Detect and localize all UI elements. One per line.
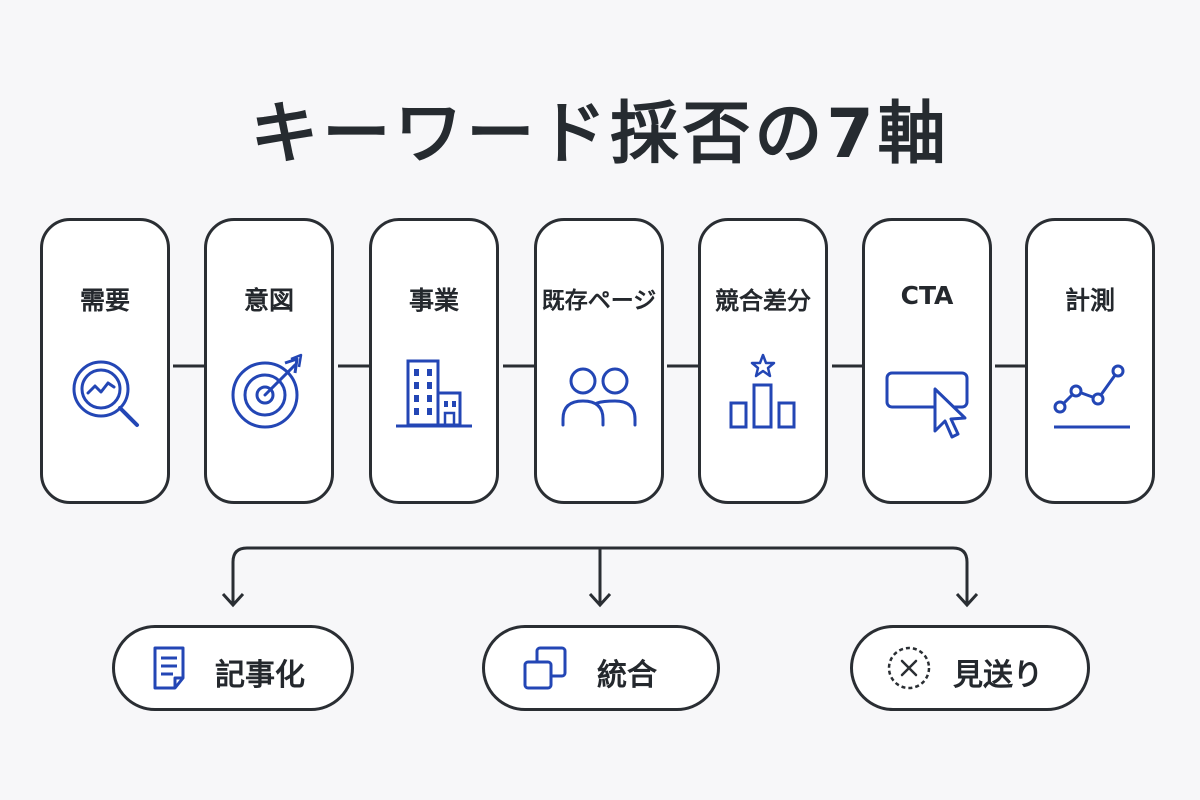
- axis-card-demand: 需要: [40, 218, 170, 504]
- axis-card-intent: 意図: [204, 218, 334, 504]
- axis-card-competitor-gap: 競合差分: [698, 218, 828, 504]
- axis-label: 既存ページ: [541, 288, 657, 314]
- axis-label: 意図: [243, 286, 294, 315]
- axis-label: CTA: [900, 281, 954, 310]
- dashed-x-circle-icon: [887, 646, 931, 690]
- target-arrow-icon: [231, 353, 303, 429]
- axis-label: 計測: [1064, 286, 1115, 315]
- axis-card-business: 事業: [369, 218, 499, 504]
- office-building-icon: [396, 359, 472, 428]
- outcome-label: 見送り: [953, 658, 1043, 693]
- outcome-merge: 統合: [482, 625, 720, 711]
- axis-label: 需要: [79, 286, 130, 315]
- magnifier-trend-icon: [72, 360, 139, 427]
- axis-card-measurement: 計測: [1025, 218, 1155, 504]
- line-chart-icon: [1053, 364, 1130, 429]
- outcome-skip: 見送り: [850, 625, 1090, 711]
- click-button-icon: [885, 371, 969, 439]
- axis-card-cta: CTA: [862, 218, 992, 504]
- outcome-write-article: 記事化: [112, 625, 354, 711]
- page-title: キーワード採否の7軸: [250, 95, 950, 174]
- document-icon: [153, 646, 185, 690]
- axis-card-existing-pages: 既存ページ: [534, 218, 664, 504]
- ranking-star-icon: [729, 353, 796, 429]
- axis-label: 競合差分: [715, 287, 811, 315]
- users-icon: [561, 367, 637, 427]
- outcome-label: 統合: [597, 658, 657, 693]
- outcome-label: 記事化: [215, 658, 305, 693]
- merge-squares-icon: [523, 646, 567, 690]
- axis-label: 事業: [408, 286, 459, 315]
